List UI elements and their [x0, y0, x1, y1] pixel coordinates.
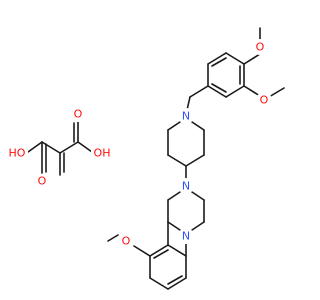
- bond: [191, 221, 205, 231]
- methoxyphenyl-ring: [107, 221, 187, 290]
- bond: [59, 141, 79, 154]
- atom-o-top: O: [74, 108, 83, 121]
- bond: [207, 85, 227, 98]
- bond: [167, 221, 181, 231]
- atom-labels: N N N O O O HO OH O O: [6, 39, 272, 249]
- atom-o-methoxy-phenyl: O: [122, 235, 131, 248]
- bond: [77, 141, 93, 153]
- bond: [191, 191, 205, 201]
- bond: [207, 52, 227, 65]
- piperazine-ring: [167, 191, 205, 257]
- bond: [186, 96, 191, 111]
- bond: [243, 85, 261, 97]
- dimethoxyphenyl-ring: [186, 27, 285, 111]
- bond: [107, 234, 119, 242]
- bond: [27, 141, 43, 153]
- bond: [191, 121, 205, 131]
- bond: [189, 85, 209, 98]
- atom-o-bottom: O: [38, 175, 47, 188]
- bond: [41, 141, 61, 154]
- bond: [167, 275, 183, 285]
- bond: [167, 191, 181, 201]
- bond: [153, 249, 169, 259]
- piperidine-ring: [167, 121, 205, 181]
- bond: [149, 244, 169, 257]
- structure-drawing: N N N O O O HO OH O O: [6, 27, 285, 290]
- atom-n-piperazine-top: N: [182, 180, 190, 193]
- bond: [211, 57, 227, 67]
- bond: [149, 277, 169, 290]
- atom-n-piperazine-bottom: N: [182, 230, 190, 243]
- atom-ho-left: HO: [9, 147, 26, 160]
- bond: [167, 244, 187, 257]
- bond: [225, 52, 245, 65]
- bond: [167, 154, 187, 167]
- molecule-canvas: N N N O O O HO OH O O: [6, 27, 285, 290]
- bond: [133, 245, 151, 257]
- bond: [167, 121, 181, 131]
- atom-n-piperidine: N: [182, 110, 190, 123]
- atom-o-methoxy-4: O: [256, 41, 265, 54]
- atom-o-methoxy-3: O: [260, 94, 269, 107]
- bond: [243, 53, 261, 65]
- bond: [225, 85, 245, 98]
- atom-oh-right: OH: [94, 147, 111, 160]
- bond: [185, 154, 205, 167]
- oxalic-acid: [27, 119, 93, 176]
- bond: [211, 83, 227, 93]
- bond: [268, 87, 285, 98]
- bond: [167, 277, 187, 290]
